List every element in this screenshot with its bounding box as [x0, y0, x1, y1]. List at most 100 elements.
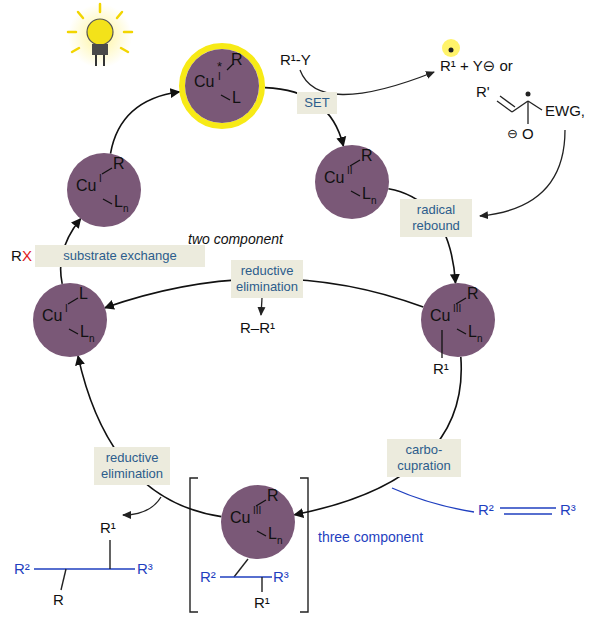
- complex-text: L: [268, 526, 277, 542]
- complex-circle: [185, 49, 259, 123]
- complex-circle: [33, 283, 107, 357]
- copper-complex: R CuII Ln: [315, 145, 389, 219]
- complex-circle: [67, 153, 141, 227]
- complex-text: Cu: [76, 178, 96, 194]
- excited-ring: [182, 46, 262, 126]
- substituent-label: R¹: [100, 520, 116, 535]
- bond-line: [103, 199, 112, 204]
- bond-line: [351, 191, 360, 196]
- bulb-glow: [68, 4, 132, 68]
- alkene-feed-line: [392, 488, 474, 512]
- bulb-pin: [95, 55, 97, 66]
- complex-text: n: [371, 196, 377, 206]
- substituent-label: R¹: [254, 595, 270, 610]
- cycle-arrow: [265, 88, 343, 146]
- substituent-label: R³: [273, 569, 289, 584]
- bond-line: [441, 330, 442, 358]
- complex-text: n: [277, 536, 283, 546]
- complex-text: L: [468, 324, 477, 340]
- copper-complex: R CuIII Ln: [221, 485, 295, 559]
- copper-complex: RCuIIILnR¹: [421, 283, 495, 357]
- complex-text: III: [253, 506, 261, 516]
- complex-text: n: [477, 334, 483, 344]
- complex-text: Cu: [230, 510, 250, 526]
- complex-text: R¹: [433, 361, 449, 376]
- copper-complex: RCuILn: [67, 153, 141, 227]
- rebound-arrow: [480, 130, 565, 216]
- bond-line: [102, 168, 112, 174]
- complex-text: L: [80, 324, 89, 340]
- set-branch-arrow: [300, 70, 434, 95]
- complex-circle: [221, 485, 295, 559]
- light-bulb: [68, 4, 132, 68]
- substituent-label: R³: [137, 561, 153, 576]
- product-arrow: [261, 298, 262, 315]
- radical-dot: [449, 48, 454, 53]
- cycle-arrow: [78, 356, 221, 516]
- substituent-label: R²: [14, 561, 30, 576]
- step-label: SET: [304, 95, 329, 110]
- complex-text: I: [65, 304, 68, 314]
- complex-text: I: [218, 72, 221, 82]
- product-skeleton: [34, 540, 135, 590]
- step-box: SET: [297, 92, 337, 114]
- complex-circle: [421, 283, 495, 357]
- complex-text: R: [231, 52, 243, 68]
- step-box: reductive elimination: [94, 447, 170, 484]
- pathway-label: three component: [318, 530, 423, 544]
- intermediate-bracket: [190, 478, 308, 612]
- copper-complex: RCu*IL: [185, 49, 259, 123]
- copper-complex: LCuILn: [33, 283, 107, 357]
- step-label: reductive elimination: [101, 450, 163, 481]
- complex-text: n: [89, 334, 95, 344]
- complex-text: R: [467, 286, 479, 302]
- charge-label: ⊖: [507, 127, 518, 140]
- step-box: radical rebound: [400, 199, 472, 236]
- complex-text: II: [347, 166, 353, 176]
- complex-text: n: [123, 204, 129, 214]
- reagent-label: R¹-Y: [280, 52, 311, 67]
- substituent-label: EWG,: [545, 103, 585, 118]
- step-label: substrate exchange: [63, 248, 176, 263]
- substituent-label: R²: [200, 569, 216, 584]
- step-box: reductive elimination: [231, 260, 303, 297]
- radical-product-label: R¹ + Y⊖ or: [440, 58, 513, 73]
- complex-text: R: [361, 148, 373, 164]
- complex-text: Cu: [42, 308, 62, 324]
- complex-text: Cu: [324, 170, 344, 186]
- enolate-radical-bonds: [497, 96, 542, 124]
- radical-highlight: [442, 39, 460, 57]
- bulb-pin: [103, 55, 105, 66]
- complex-text: R: [113, 156, 125, 172]
- reagent-label: R: [11, 248, 22, 263]
- step-label: carbo-cupration: [397, 442, 450, 473]
- complex-text: R: [267, 488, 279, 504]
- bond-line: [69, 329, 78, 334]
- substituent-label: R²: [478, 502, 494, 517]
- complex-text: L: [114, 194, 123, 210]
- complex-text: III: [453, 304, 461, 314]
- step-box: substrate exchange: [35, 245, 205, 267]
- substituent-label: R³: [560, 502, 576, 517]
- complex-text: Cu: [194, 74, 214, 90]
- bond-line: [257, 531, 266, 536]
- complex-text: L: [362, 186, 371, 202]
- substituent-label: R': [476, 84, 490, 99]
- radical-dot: [526, 92, 531, 97]
- bulb-base: [92, 44, 108, 55]
- cycle-arrow: [294, 357, 461, 515]
- alkene-bonds: [500, 508, 556, 514]
- atom-label: O: [522, 126, 534, 141]
- bond-line: [68, 298, 78, 304]
- complex-circle: [315, 145, 389, 219]
- intermediate-chain: [220, 559, 272, 592]
- step-box: carbo-cupration: [387, 439, 461, 476]
- substituent-label: R: [53, 592, 64, 607]
- product-label: R–R¹: [240, 320, 275, 335]
- bond-line: [221, 95, 230, 100]
- pathway-label: two component: [188, 232, 283, 246]
- step-label: radical rebound: [412, 202, 460, 233]
- step-label: reductive elimination: [236, 263, 298, 294]
- bond-line: [457, 329, 466, 334]
- leaving-group-label: X: [22, 248, 32, 263]
